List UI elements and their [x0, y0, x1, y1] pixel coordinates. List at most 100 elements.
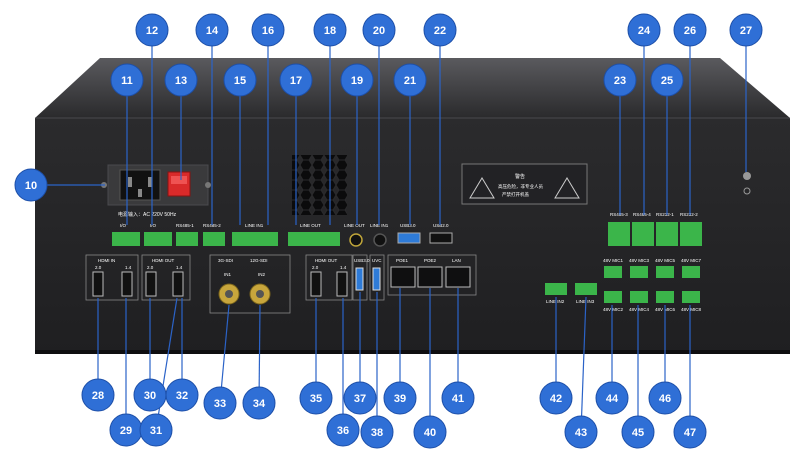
- callout-number-19: 19: [351, 75, 363, 87]
- terminal-rs232-1[interactable]: [656, 222, 678, 246]
- callout-circle-32: [165, 378, 199, 412]
- callout-number-13: 13: [175, 75, 187, 87]
- hdmi-out-2-0-port[interactable]: [145, 271, 157, 297]
- callout-number-39: 39: [394, 393, 406, 405]
- svg-text:48V MIC5: 48V MIC5: [655, 258, 676, 263]
- terminal-line-in-2[interactable]: [545, 283, 567, 295]
- callout-number-31: 31: [150, 425, 162, 437]
- callout-circle-22: [423, 13, 457, 47]
- svg-text:RS232-1: RS232-1: [656, 212, 674, 217]
- svg-text:RS485-3: RS485-3: [610, 212, 628, 217]
- svg-text:48V MIC1: 48V MIC1: [603, 258, 624, 263]
- terminal-rs485-4[interactable]: [632, 222, 654, 246]
- callout-circle-24: [627, 13, 661, 47]
- terminal-mic-6[interactable]: [656, 291, 674, 303]
- terminal-mic-2[interactable]: [604, 291, 622, 303]
- warning-title: 警告: [515, 173, 525, 180]
- callout-number-15: 15: [234, 75, 246, 87]
- terminal-io-1[interactable]: I/O: [112, 223, 140, 246]
- callout-number-36: 36: [337, 425, 349, 437]
- callout-number-42: 42: [550, 393, 562, 405]
- callout-circle-41: [441, 381, 475, 415]
- hdmi-in-frame: [85, 254, 139, 301]
- callout-circle-38: [360, 415, 394, 449]
- terminal-mic-4[interactable]: [630, 291, 648, 303]
- svg-text:USB3.0: USB3.0: [354, 258, 370, 263]
- callout-number-20: 20: [373, 25, 385, 37]
- callout-number-33: 33: [214, 398, 226, 410]
- hdmi-out-frame: [141, 254, 191, 301]
- hdmi-out2-1-4-port[interactable]: [336, 271, 348, 297]
- usb3-port-top[interactable]: USB3.0: [397, 223, 421, 244]
- terminal-rs485-1[interactable]: RS485-1: [176, 223, 198, 246]
- callout-number-29: 29: [120, 425, 132, 437]
- callout-number-16: 16: [262, 25, 274, 37]
- hdmi-in-2-0-port[interactable]: [92, 271, 104, 297]
- hdmi-in-1-4-port[interactable]: [121, 271, 133, 297]
- callout-circle-23: [603, 63, 637, 97]
- svg-text:I/O: I/O: [150, 223, 157, 228]
- hdmi-out2-2-0-port[interactable]: [310, 271, 322, 297]
- svg-text:IN1: IN1: [224, 272, 232, 277]
- poe2-port[interactable]: [417, 266, 443, 288]
- svg-text:UVC: UVC: [372, 258, 382, 263]
- usb3-port-vertical[interactable]: [355, 267, 364, 291]
- callout-circle-19: [340, 63, 374, 97]
- callout-number-10: 10: [25, 180, 37, 192]
- ground-stud[interactable]: [743, 172, 751, 180]
- svg-text:1.4: 1.4: [340, 265, 347, 270]
- terminal-rs485-2[interactable]: RS485-2: [203, 223, 225, 246]
- hdmi-out-1-4-port[interactable]: [172, 271, 184, 297]
- callout-number-34: 34: [253, 398, 266, 410]
- jack-line-in[interactable]: LINE IN1: [370, 223, 389, 247]
- svg-text:POE1: POE1: [396, 258, 409, 263]
- svg-text:LINE OUT: LINE OUT: [300, 223, 321, 228]
- callout-number-21: 21: [404, 75, 416, 87]
- fan-grille: [292, 155, 347, 215]
- callout-circle-13: [164, 63, 198, 97]
- callout-number-14: 14: [206, 25, 219, 37]
- callout-number-44: 44: [606, 393, 619, 405]
- chassis-bottom-edge: [35, 350, 790, 354]
- callout-circle-43: [564, 415, 598, 449]
- svg-text:LINE IN1: LINE IN1: [245, 223, 264, 228]
- terminal-line-out[interactable]: LINE OUT: [288, 223, 340, 246]
- svg-text:1.4: 1.4: [176, 265, 183, 270]
- callout-number-40: 40: [424, 427, 436, 439]
- terminal-io-2[interactable]: I/O: [144, 223, 172, 246]
- svg-text:3G-SDI: 3G-SDI: [218, 258, 233, 263]
- terminal-mic-8[interactable]: [682, 291, 700, 303]
- poe1-port[interactable]: [390, 266, 416, 288]
- lan-port[interactable]: [445, 266, 471, 288]
- terminal-mic-5[interactable]: [656, 266, 674, 278]
- svg-text:RS485-2: RS485-2: [203, 223, 221, 228]
- terminal-rs485-3[interactable]: [608, 222, 630, 246]
- terminal-rs232-2[interactable]: [680, 222, 702, 246]
- callout-circle-37: [343, 381, 377, 415]
- svg-text:POE2: POE2: [424, 258, 437, 263]
- uvc-port[interactable]: [372, 267, 381, 291]
- callout-circle-27: [729, 13, 763, 47]
- callout-line-43: [580, 296, 587, 433]
- callout-number-41: 41: [452, 393, 464, 405]
- jack-line-out[interactable]: LINE OUT: [344, 223, 365, 247]
- callout-circle-26: [673, 13, 707, 47]
- terminal-line-in-3[interactable]: [575, 283, 597, 295]
- warning-line-1: 高压危险，非专业人员: [498, 183, 543, 190]
- callout-number-11: 11: [121, 75, 133, 87]
- terminal-mic-1[interactable]: [604, 266, 622, 278]
- callout-number-46: 46: [659, 393, 671, 405]
- ground-icon: [743, 187, 751, 195]
- terminal-mic-7[interactable]: [682, 266, 700, 278]
- terminal-mic-3[interactable]: [630, 266, 648, 278]
- callout-number-35: 35: [310, 393, 322, 405]
- callout-circle-31: [139, 413, 173, 447]
- usb2-port-top[interactable]: USB2.0: [429, 223, 453, 244]
- svg-text:I/O: I/O: [120, 223, 127, 228]
- svg-text:12G-SDI: 12G-SDI: [250, 258, 268, 263]
- terminal-line-in-1[interactable]: LINE IN1: [232, 223, 278, 246]
- svg-text:USB2.0: USB2.0: [433, 223, 449, 228]
- svg-text:LINE IN2: LINE IN2: [546, 299, 565, 304]
